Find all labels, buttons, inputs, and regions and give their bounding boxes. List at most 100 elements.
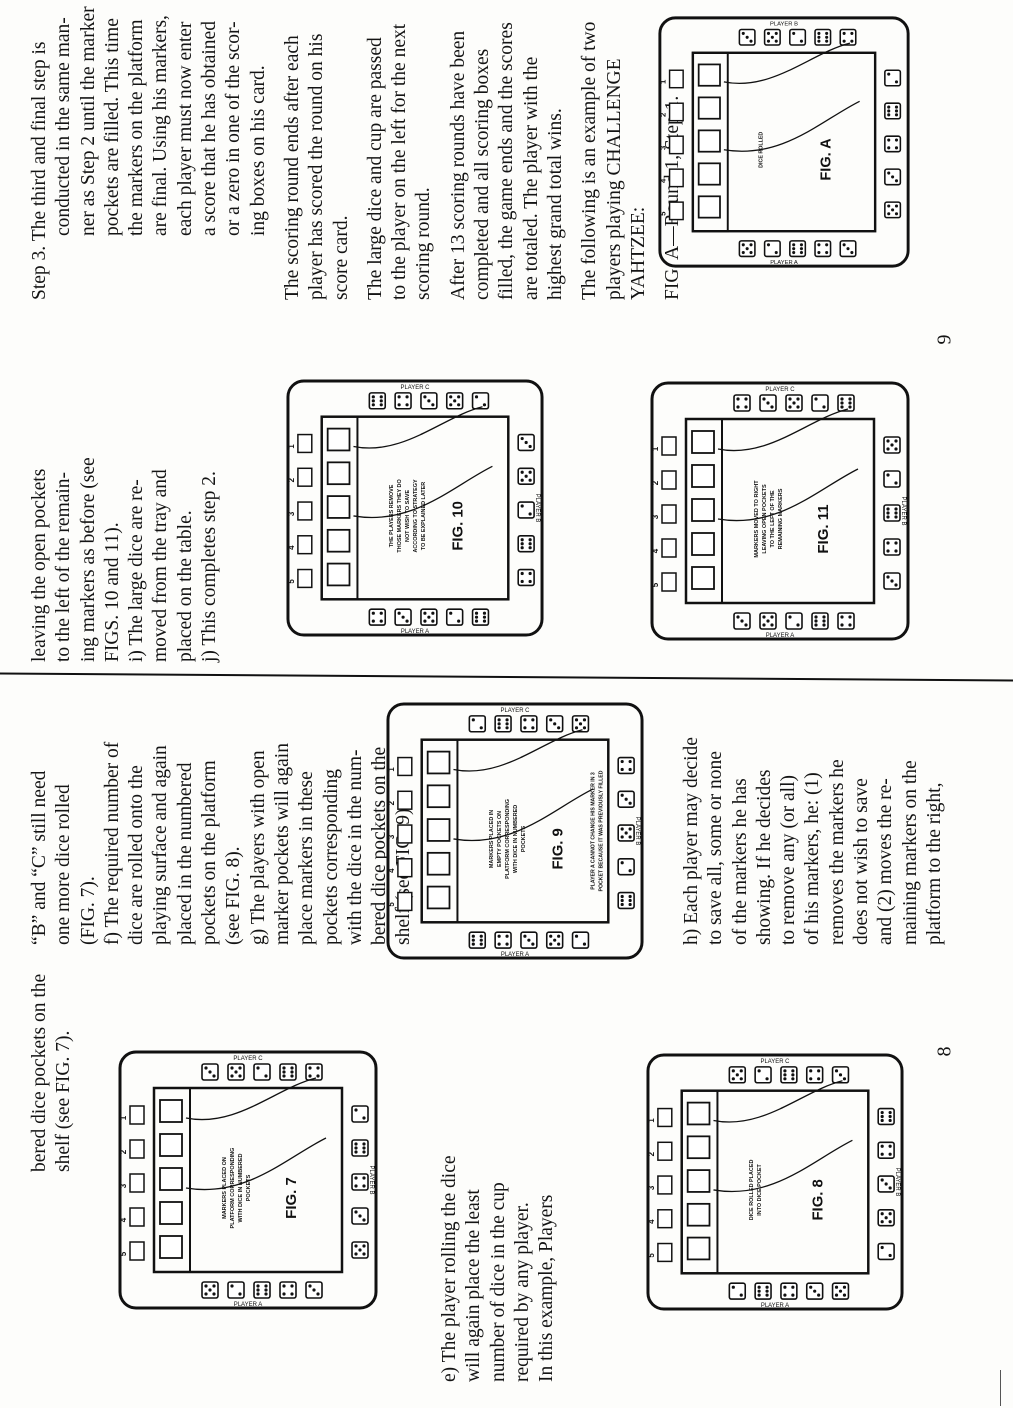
die-pip <box>308 1284 312 1288</box>
die-pip <box>887 146 891 150</box>
die-pip <box>528 571 532 576</box>
die-pip <box>791 1285 795 1289</box>
die-pip <box>894 541 898 545</box>
die-pip <box>574 934 579 938</box>
die-pip <box>848 397 852 401</box>
die-pip <box>834 1285 839 1289</box>
die-pip <box>888 1144 892 1148</box>
die-pip <box>822 405 826 409</box>
figure-note: EMPTY POCKETS ON <box>497 811 503 867</box>
player-die <box>733 394 751 412</box>
text-line: j) This completes step 2. <box>199 471 221 662</box>
marker-shelf <box>685 418 723 604</box>
numbered-pocket <box>129 1105 145 1125</box>
player-die <box>814 240 832 258</box>
figure-note: THOSE MARKERS THEY DO <box>397 479 403 552</box>
player-die <box>805 1066 824 1084</box>
die-pip <box>204 1292 208 1296</box>
die-pip <box>894 515 898 519</box>
player-die <box>883 538 901 556</box>
die-pip <box>894 138 899 142</box>
text-line: bered dice pockets on the <box>29 973 50 1172</box>
die-pip <box>628 767 632 772</box>
die-pip <box>774 39 778 43</box>
marker-pocket <box>426 851 451 876</box>
marker-pocket <box>691 566 715 590</box>
die-pip <box>796 623 800 627</box>
die-pip <box>379 619 383 623</box>
die-pip <box>528 512 532 516</box>
marker-shelf <box>691 51 729 233</box>
text-line: pockets are filled. This time <box>101 18 123 236</box>
die-pip <box>427 615 431 619</box>
text-line: pockets corresponding <box>320 769 342 945</box>
player-label: PLAYER B <box>894 1168 900 1197</box>
figure-caption: FIG. 8 <box>811 1179 827 1220</box>
die-pip <box>520 538 524 542</box>
die-pip <box>886 549 890 553</box>
die-pip <box>880 1245 884 1250</box>
player-label: PLAYER A <box>770 260 798 266</box>
die-pip <box>822 615 826 619</box>
die-pip <box>354 1146 358 1150</box>
die-pip <box>523 718 527 722</box>
text-line: i) The large dice are re- <box>126 479 148 662</box>
die-pip <box>362 1176 366 1180</box>
die-pip <box>290 1066 294 1070</box>
player-die <box>253 1063 271 1081</box>
text-line: will again place the least <box>463 1189 485 1382</box>
die-pip <box>739 1293 743 1297</box>
figure-note: TO THE LEFT OF THE <box>770 490 776 547</box>
player-die <box>814 28 832 46</box>
die-pip <box>890 579 894 583</box>
die-pip <box>814 619 818 623</box>
arrow-line <box>353 465 493 519</box>
die-pip <box>427 399 431 403</box>
die-pip <box>628 827 632 831</box>
die-pip <box>792 401 796 405</box>
player-die <box>351 1173 369 1191</box>
arrow-line <box>713 1139 853 1193</box>
die-pip <box>423 619 427 623</box>
die-pip <box>238 1066 242 1070</box>
board-outline <box>286 379 544 637</box>
numbered-pocket <box>661 538 677 558</box>
die-pip <box>848 405 852 409</box>
marker-pocket <box>686 1236 711 1261</box>
player-die <box>789 28 807 46</box>
die-pip <box>620 835 624 839</box>
die-pip <box>842 39 846 43</box>
text-line: After 13 scoring rounds have been <box>447 30 469 300</box>
die-pip <box>371 611 375 615</box>
die-pip <box>741 243 745 247</box>
numbered-pocket <box>668 168 684 188</box>
die-pip <box>799 243 804 247</box>
die-pip <box>891 208 895 212</box>
die-pip <box>765 1289 769 1293</box>
player-die <box>728 1282 747 1300</box>
numbered-pocket <box>297 535 313 555</box>
die-pip <box>886 473 890 477</box>
marker-pocket <box>686 1135 711 1160</box>
die-pip <box>362 1252 366 1256</box>
player-die <box>468 931 487 949</box>
player-label: PLAYER A <box>766 633 795 639</box>
die-pip <box>628 759 632 764</box>
text-line <box>437 6 447 300</box>
die-pip <box>886 507 890 511</box>
col2-text: “B” and “C” still need one more dice rol… <box>28 742 417 945</box>
die-pip <box>208 1288 212 1292</box>
die-pip <box>520 504 524 508</box>
player-die <box>494 715 512 733</box>
text-line: maining markers on the <box>899 760 921 945</box>
player-die <box>883 470 901 488</box>
numbered-pocket <box>129 1173 145 1193</box>
pocket-number: 1 <box>387 767 396 772</box>
die-pip <box>582 726 587 730</box>
figure-note: POCKETS <box>246 1174 252 1201</box>
arrow-line <box>717 408 849 452</box>
die-pip <box>379 395 383 399</box>
die-pip <box>358 1214 362 1218</box>
die-pip <box>840 401 844 405</box>
text-line: (see FIG. 8). <box>223 846 245 945</box>
